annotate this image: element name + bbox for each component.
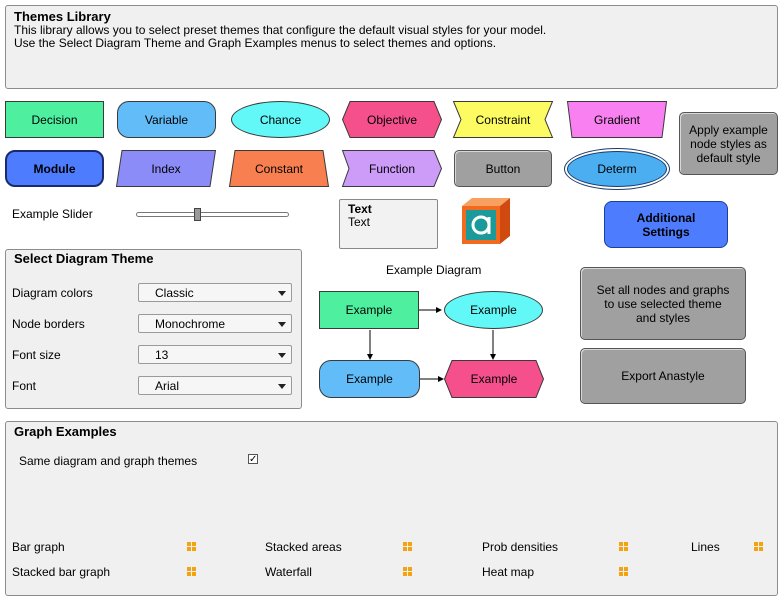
text-node-body: Text [348,215,371,229]
graph-examples-panel: Graph Examples Same diagram and graph th… [5,421,778,596]
node-objective-label: Objective [366,112,418,127]
example-diagram-title: Example Diagram [386,263,482,277]
bar-graph-label: Bar graph [12,540,65,554]
node-decision[interactable]: Decision [5,101,104,138]
analytica-logo-icon [462,198,510,244]
node-module[interactable]: Module [5,150,104,187]
graph-examples-title: Graph Examples [14,424,117,439]
export-anastyle-button[interactable]: Export Anastyle [580,348,746,404]
diagram-colors-label: Diagram colors [12,286,93,300]
diagram-colors-select[interactable]: Classic [138,283,292,302]
prob-densities-icon[interactable] [619,542,628,551]
chevron-down-icon [278,384,286,389]
gradient-shape [566,101,668,138]
stacked-areas-label: Stacked areas [265,540,342,554]
example-objective-label: Example [470,372,518,386]
node-constant-label: Constant [254,161,304,176]
node-constraint-label: Constraint [475,112,531,127]
node-decision-label: Decision [31,112,78,127]
heat-map-icon[interactable] [619,567,628,576]
node-constraint[interactable]: Constraint [452,101,554,138]
node-determ[interactable]: Determ [567,151,667,187]
themes-library-panel: Themes Library This library allows you t… [5,5,778,89]
node-variable[interactable]: Variable [117,101,216,138]
example-chance-label: Example [470,303,517,317]
select-diagram-theme-panel: Select Diagram Theme Diagram colors Clas… [5,249,302,409]
same-themes-label: Same diagram and graph themes [19,454,198,468]
node-chance[interactable]: Chance [231,101,330,138]
index-shape [115,150,217,187]
theme-panel-title: Select Diagram Theme [14,251,154,266]
waterfall-icon[interactable] [403,567,412,576]
font-select[interactable]: Arial [138,376,292,395]
stacked-areas-icon[interactable] [403,542,412,551]
chevron-down-icon [278,291,286,296]
text-node-title: Text [348,202,372,216]
slider-label: Example Slider [12,207,93,221]
constraint-shape [452,101,554,138]
font-value: Arial [155,378,180,393]
example-decision-node[interactable]: Example [319,291,419,329]
node-module-label: Module [33,161,76,176]
library-description-line1: This library allows you to select preset… [14,23,547,37]
set-all-nodes-label: Set all nodes and graphs to use selected… [596,282,730,325]
bar-graph-icon[interactable] [187,542,196,551]
node-gradient-label: Gradient [593,112,641,127]
font-label: Font [12,379,37,393]
slider-thumb[interactable] [194,208,201,221]
lines-icon[interactable] [754,542,763,551]
example-variable-label: Example [346,372,393,386]
function-shape [341,150,443,187]
apply-node-styles-label: Apply example node styles as default sty… [689,122,768,165]
text-node[interactable]: Text Text [339,199,438,249]
node-function[interactable]: Function [341,150,443,187]
example-chance-node[interactable]: Example [444,291,543,329]
node-borders-label: Node borders [12,317,85,331]
node-objective[interactable]: Objective [341,101,443,138]
example-variable-node[interactable]: Example [319,360,420,398]
node-index[interactable]: Index [115,150,217,187]
objective-shape [341,101,443,138]
library-title: Themes Library [14,9,111,24]
node-button[interactable]: Button [454,150,552,187]
additional-settings-label: Additional Settings [636,210,696,239]
example-objective-shape [443,360,545,398]
font-size-value: 13 [155,347,169,362]
font-size-select[interactable]: 13 [138,345,292,364]
prob-densities-label: Prob densities [482,540,559,554]
example-objective-node[interactable]: Example [443,360,545,398]
export-anastyle-label: Export Anastyle [621,369,705,383]
apply-node-styles-button[interactable]: Apply example node styles as default sty… [679,112,778,175]
library-description-line2: Use the Select Diagram Theme and Graph E… [14,36,497,50]
lines-label: Lines [691,540,720,554]
node-constant[interactable]: Constant [228,150,330,187]
node-gradient[interactable]: Gradient [566,101,668,138]
stacked-bar-graph-icon[interactable] [187,567,196,576]
heat-map-label: Heat map [482,565,535,579]
example-slider[interactable] [136,208,289,222]
example-decision-label: Example [345,303,393,317]
chevron-down-icon [278,322,286,327]
example-diagram-arrows [367,307,496,382]
constant-shape [228,150,330,187]
set-all-nodes-button[interactable]: Set all nodes and graphs to use selected… [580,267,746,340]
node-button-label: Button [485,161,521,176]
node-function-label: Function [368,161,416,176]
slider-track [136,212,289,217]
node-variable-label: Variable [144,112,189,127]
same-themes-checkbox[interactable]: ✓ [248,454,258,465]
node-chance-label: Chance [259,112,302,127]
stacked-bar-graph-label: Stacked bar graph [12,565,111,579]
waterfall-label: Waterfall [265,565,312,579]
chevron-down-icon [278,353,286,358]
font-size-label: Font size [12,348,61,362]
node-borders-select[interactable]: Monochrome [138,314,292,333]
node-borders-value: Monochrome [155,316,226,331]
additional-settings-button[interactable]: Additional Settings [604,201,728,248]
diagram-colors-value: Classic [155,285,194,300]
node-determ-label: Determ [597,162,637,176]
node-index-label: Index [151,161,181,176]
